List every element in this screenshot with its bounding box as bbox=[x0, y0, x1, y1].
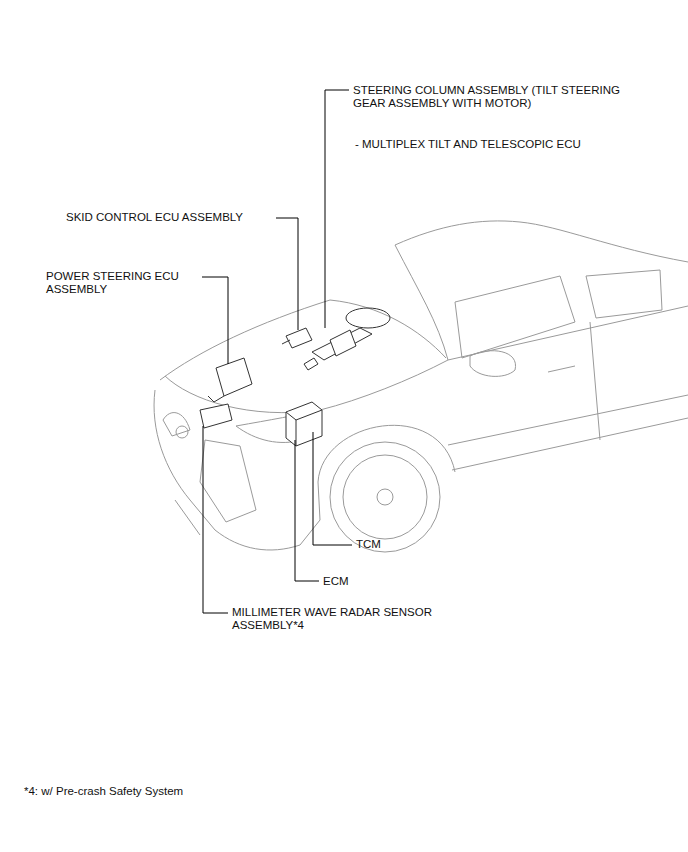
front-wheel bbox=[330, 442, 440, 552]
part-label: SKID CONTROL ECU ASSEMBLY bbox=[66, 211, 243, 224]
footnote: *4: w/ Pre-crash Safety System bbox=[24, 785, 183, 798]
leader-lines bbox=[202, 90, 352, 613]
car-body-outline bbox=[154, 221, 688, 550]
part-label: POWER STEERING ECU ASSEMBLY bbox=[46, 270, 211, 296]
part-label: TCM bbox=[356, 538, 381, 551]
part-label: MILLIMETER WAVE RADAR SENSOR ASSEMBLY*4 bbox=[232, 606, 462, 632]
part-label: ECM bbox=[323, 575, 349, 588]
part-label: STEERING COLUMN ASSEMBLY (TILT STEERING … bbox=[353, 84, 653, 110]
part-sublabel: - MULTIPLEX TILT AND TELESCOPIC ECU bbox=[355, 138, 581, 151]
